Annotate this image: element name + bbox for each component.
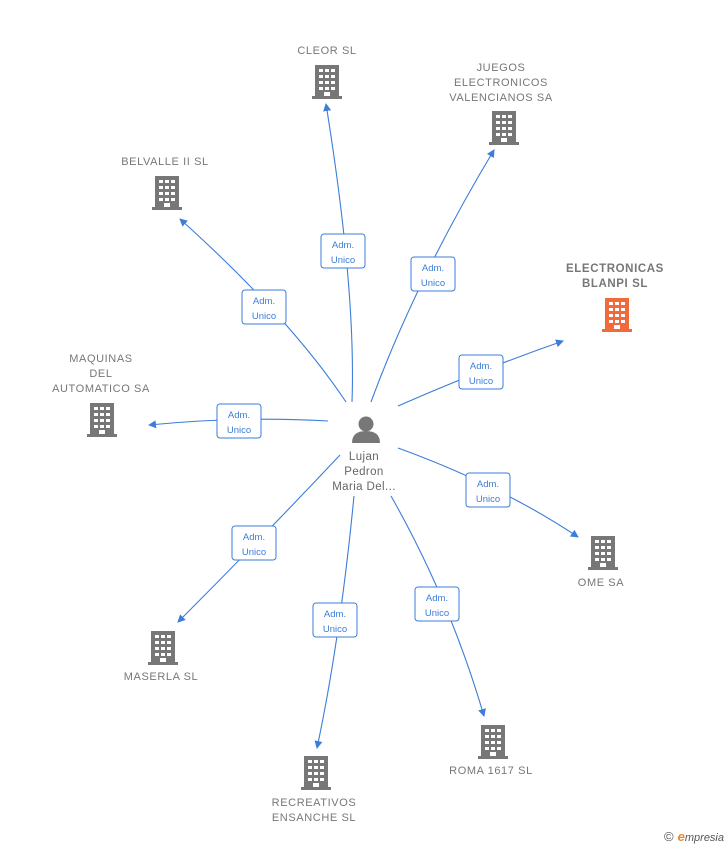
person-name: Maria Del... (332, 481, 396, 493)
company-node-blanpi[interactable]: ELECTRONICAS BLANPI SL (566, 263, 664, 332)
company-name: VALENCIANOS SA (449, 92, 553, 104)
role-badge-maquinas[interactable]: Adm. Unico (216, 403, 262, 439)
role-badge-maserla[interactable]: Adm. Unico (231, 525, 277, 561)
role-badge-text: Unico (476, 494, 500, 505)
role-badge-box (414, 586, 460, 622)
role-badge-ome[interactable]: Adm. Unico (465, 472, 511, 508)
company-node-belvalle[interactable]: BELVALLE II SL (121, 156, 208, 210)
building-icon (602, 298, 632, 332)
building-icon (87, 403, 117, 437)
company-name: MAQUINAS (69, 353, 132, 365)
company-node-maserla[interactable]: MASERLA SL (124, 631, 198, 683)
role-badge-box (216, 403, 262, 439)
company-name: AUTOMATICO SA (52, 383, 150, 395)
role-badge-text: Adm. (477, 479, 499, 490)
building-icon (478, 725, 508, 759)
brand-logo-text: mpresia (684, 832, 724, 844)
building-icon (152, 176, 182, 210)
role-badge-box (312, 602, 358, 638)
role-badge-text: Adm. (332, 240, 354, 251)
role-badge-blanpi[interactable]: Adm. Unico (458, 354, 504, 390)
company-name: ELECTRONICOS (454, 77, 548, 89)
company-name: JUEGOS (477, 62, 526, 74)
company-node-maquinas[interactable]: MAQUINAS DEL AUTOMATICO SA (52, 353, 150, 437)
role-badge-cleor[interactable]: Adm. Unico (320, 233, 366, 269)
role-badge-recreativos[interactable]: Adm. Unico (312, 602, 358, 638)
company-name: BLANPI SL (582, 278, 648, 290)
role-badge-text: Adm. (426, 593, 448, 604)
company-name: OME SA (578, 577, 624, 589)
role-badge-box (231, 525, 277, 561)
role-badge-text: Unico (323, 624, 347, 635)
building-icon (148, 631, 178, 665)
person-name: Lujan (349, 451, 379, 463)
role-badge-juegos[interactable]: Adm. Unico (410, 256, 456, 292)
person-name: Pedron (344, 466, 383, 478)
role-badge-text: Unico (252, 311, 276, 322)
role-badge-text: Unico (331, 255, 355, 266)
role-badge-box (241, 289, 287, 325)
role-badge-roma[interactable]: Adm. Unico (414, 586, 460, 622)
role-badge-text: Unico (469, 376, 493, 387)
company-name: BELVALLE II SL (121, 156, 208, 168)
company-name: ROMA 1617 SL (449, 765, 533, 777)
company-node-ome[interactable]: OME SA (578, 536, 624, 589)
role-badge-text: Unico (242, 547, 266, 558)
building-icon (301, 756, 331, 790)
brand-logo-initial: e (677, 829, 685, 844)
role-badge-text: Adm. (470, 361, 492, 372)
building-icon (588, 536, 618, 570)
building-icon (312, 65, 342, 99)
role-badge-box (465, 472, 511, 508)
role-badge-box (458, 354, 504, 390)
company-name: CLEOR SL (297, 45, 356, 57)
role-badge-belvalle[interactable]: Adm. Unico (241, 289, 287, 325)
role-badge-text: Adm. (324, 609, 346, 620)
company-node-roma[interactable]: ROMA 1617 SL (449, 725, 533, 777)
company-name: ENSANCHE SL (272, 812, 356, 824)
company-node-recreativos[interactable]: RECREATIVOS ENSANCHE SL (272, 756, 357, 824)
credit-footer: ©empresia (664, 829, 724, 844)
role-badge-text: Unico (227, 425, 251, 436)
person-icon (352, 416, 380, 443)
company-name: DEL (89, 368, 112, 380)
company-name: ELECTRONICAS (566, 263, 664, 275)
role-badge-text: Adm. (422, 263, 444, 274)
role-badge-text: Adm. (243, 532, 265, 543)
copyright-icon: © (664, 829, 674, 844)
company-name: MASERLA SL (124, 671, 198, 683)
company-node-cleor[interactable]: CLEOR SL (297, 45, 356, 99)
role-badge-text: Unico (421, 278, 445, 289)
role-badge-text: Adm. (228, 410, 250, 421)
role-badge-box (410, 256, 456, 292)
building-icon (489, 111, 519, 145)
role-badge-text: Adm. (253, 296, 275, 307)
role-badge-text: Unico (425, 608, 449, 619)
company-name: RECREATIVOS (272, 797, 357, 809)
edge-line-cleor (323, 103, 354, 403)
role-badge-box (320, 233, 366, 269)
company-node-juegos[interactable]: JUEGOS ELECTRONICOS VALENCIANOS SA (449, 62, 553, 145)
